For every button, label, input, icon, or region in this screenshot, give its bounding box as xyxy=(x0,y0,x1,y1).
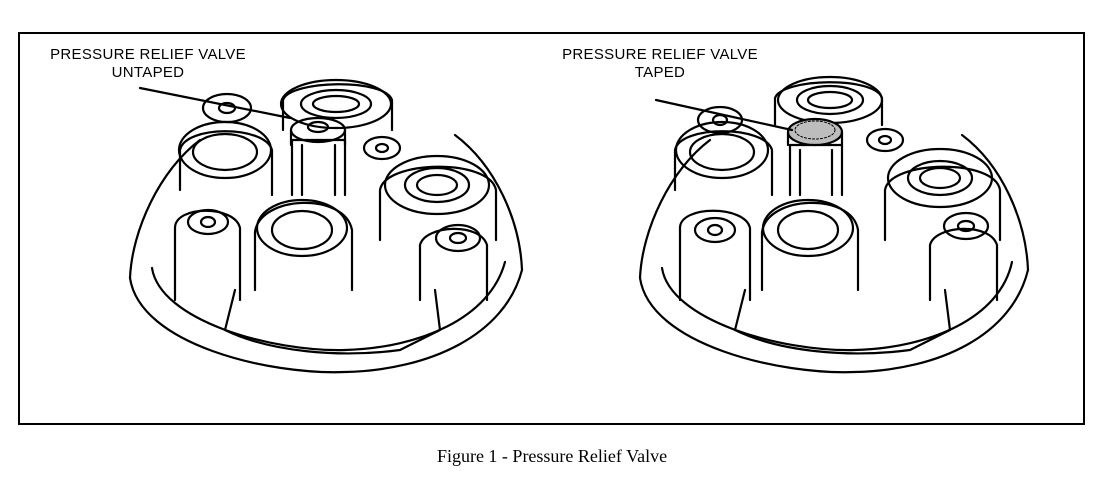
label-taped-line2: TAPED xyxy=(634,64,686,81)
label-taped: PRESSURE RELIEF VALVE TAPED xyxy=(540,46,780,82)
pump-head-untaped xyxy=(128,78,524,374)
figure-frame xyxy=(18,32,1085,425)
pump-head-taped xyxy=(638,75,1030,374)
label-untaped-line2: UNTAPED xyxy=(111,64,185,81)
label-taped-line1: PRESSURE RELIEF VALVE xyxy=(562,46,758,63)
figure-caption: Figure 1 - Pressure Relief Valve xyxy=(436,446,668,466)
label-untaped: PRESSURE RELIEF VALVE UNTAPED xyxy=(28,46,268,82)
label-untaped-line1: PRESSURE RELIEF VALVE xyxy=(50,46,246,63)
